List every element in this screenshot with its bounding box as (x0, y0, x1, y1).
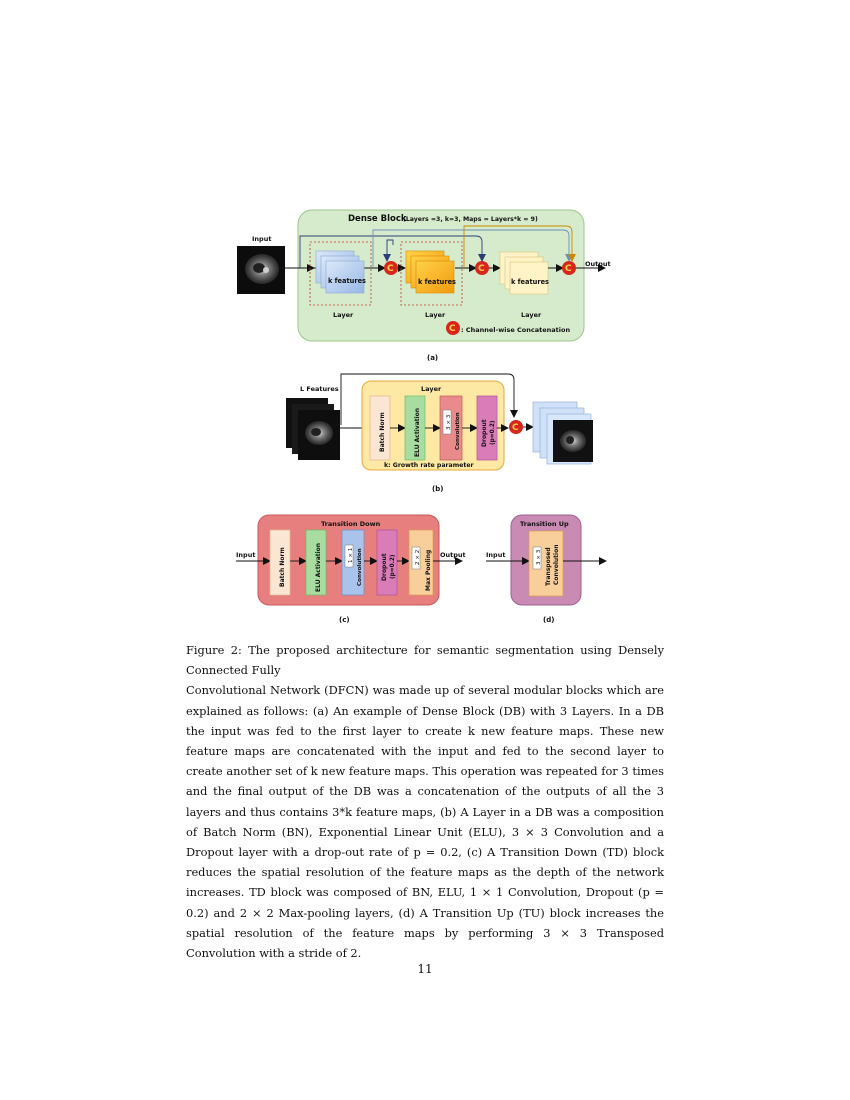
layer-input-label: L Features (300, 385, 339, 393)
tu-input-label: Input (486, 551, 505, 559)
svg-text:ELU Activation: ELU Activation (414, 408, 421, 457)
panel-b-label: (b) (432, 485, 443, 493)
panel-d-transition-up: Transition Up Input 3 × 3 Transposed Con… (486, 514, 607, 624)
layer-footer: k: Growth rate parameter (384, 462, 475, 469)
svg-text:3 × 3: 3 × 3 (446, 414, 452, 430)
td-op-elu (305, 529, 327, 596)
layer-input-images (286, 398, 340, 460)
svg-text:k features: k features (328, 277, 366, 285)
layer-2-features: k features (405, 250, 456, 294)
svg-text:(p=0.2): (p=0.2) (390, 554, 396, 579)
dense-input-label: Input (252, 235, 271, 243)
layer-1-label: Layer (333, 311, 354, 319)
svg-text:k features: k features (511, 278, 549, 286)
td-output-label: Output (440, 551, 466, 559)
page-number: 11 (417, 962, 433, 976)
layer-3-features: k features (499, 251, 549, 295)
concat-2 (475, 261, 489, 275)
dense-input-image (237, 246, 285, 294)
svg-text:Convolution: Convolution (455, 412, 461, 450)
svg-text:C: C (512, 423, 519, 433)
svg-text:3 × 3: 3 × 3 (536, 549, 542, 565)
concat-1 (384, 261, 398, 275)
svg-text:Batch Norm: Batch Norm (379, 412, 386, 452)
td-input-label: Input (236, 551, 255, 559)
svg-text:Dropout: Dropout (381, 553, 388, 581)
layer-2-frame (400, 241, 463, 306)
svg-text:C: C (565, 264, 572, 274)
svg-text:Max Pooling: Max Pooling (425, 550, 432, 591)
panel-b-layer: L Features Layer Batch Norm ELU Activati… (286, 373, 593, 493)
panel-a-label: (a) (427, 354, 438, 362)
td-op-dropout (376, 529, 398, 596)
svg-text:C: C (478, 264, 485, 274)
svg-text:Convolution: Convolution (357, 548, 363, 586)
panel-c-transition-down: Transition Down Input Batch Norm ELU Act… (236, 514, 466, 624)
dense-output-label: Output (585, 260, 611, 268)
svg-text:Transposed: Transposed (545, 547, 552, 586)
layer-concat (509, 420, 523, 434)
svg-text:C: C (449, 324, 456, 334)
layer-1-features: k features (315, 250, 366, 294)
figure-2: Dense Block (Layers =3, k=3, Maps = Laye… (236, 209, 611, 624)
legend-concat-text: : Channel-wise Concatenation (461, 326, 570, 334)
svg-text:Batch Norm: Batch Norm (279, 547, 286, 587)
tu-title: Transition Up (520, 520, 569, 528)
panel-d-label: (d) (543, 616, 554, 624)
svg-text:ELU Activation: ELU Activation (315, 543, 322, 592)
td-op-batch-norm (269, 529, 291, 596)
panel-a-dense-block: Dense Block (Layers =3, k=3, Maps = Laye… (237, 209, 611, 362)
layer-2-label: Layer (425, 311, 446, 319)
legend-concat-icon (446, 321, 460, 335)
svg-text:(p=0.2): (p=0.2) (490, 420, 496, 445)
caption-body: Convolutional Network (DFCN) was made up… (186, 683, 664, 961)
svg-text:1 × 1: 1 × 1 (348, 547, 354, 563)
figure-caption: Figure 2: The proposed architecture for … (186, 640, 664, 963)
layer-output-features (532, 401, 593, 465)
td-title: Transition Down (321, 520, 381, 528)
svg-text:C: C (387, 264, 394, 274)
caption-first-line: Figure 2: The proposed architecture for … (186, 643, 664, 678)
dense-block-params: (Layers =3, k=3, Maps = Layers*k = 9) (403, 216, 538, 223)
svg-text:k features: k features (418, 278, 456, 286)
svg-text:Dropout: Dropout (481, 419, 488, 447)
dense-block-title: Dense Block (348, 214, 407, 224)
svg-text:2 × 2: 2 × 2 (415, 550, 421, 565)
concat-3 (562, 261, 576, 275)
panel-c-label: (c) (339, 616, 350, 624)
layer-3-label: Layer (521, 311, 542, 319)
layer-1-frame (309, 241, 372, 306)
svg-text:Convolution: Convolution (553, 545, 560, 585)
layer-box-title: Layer (421, 385, 442, 393)
